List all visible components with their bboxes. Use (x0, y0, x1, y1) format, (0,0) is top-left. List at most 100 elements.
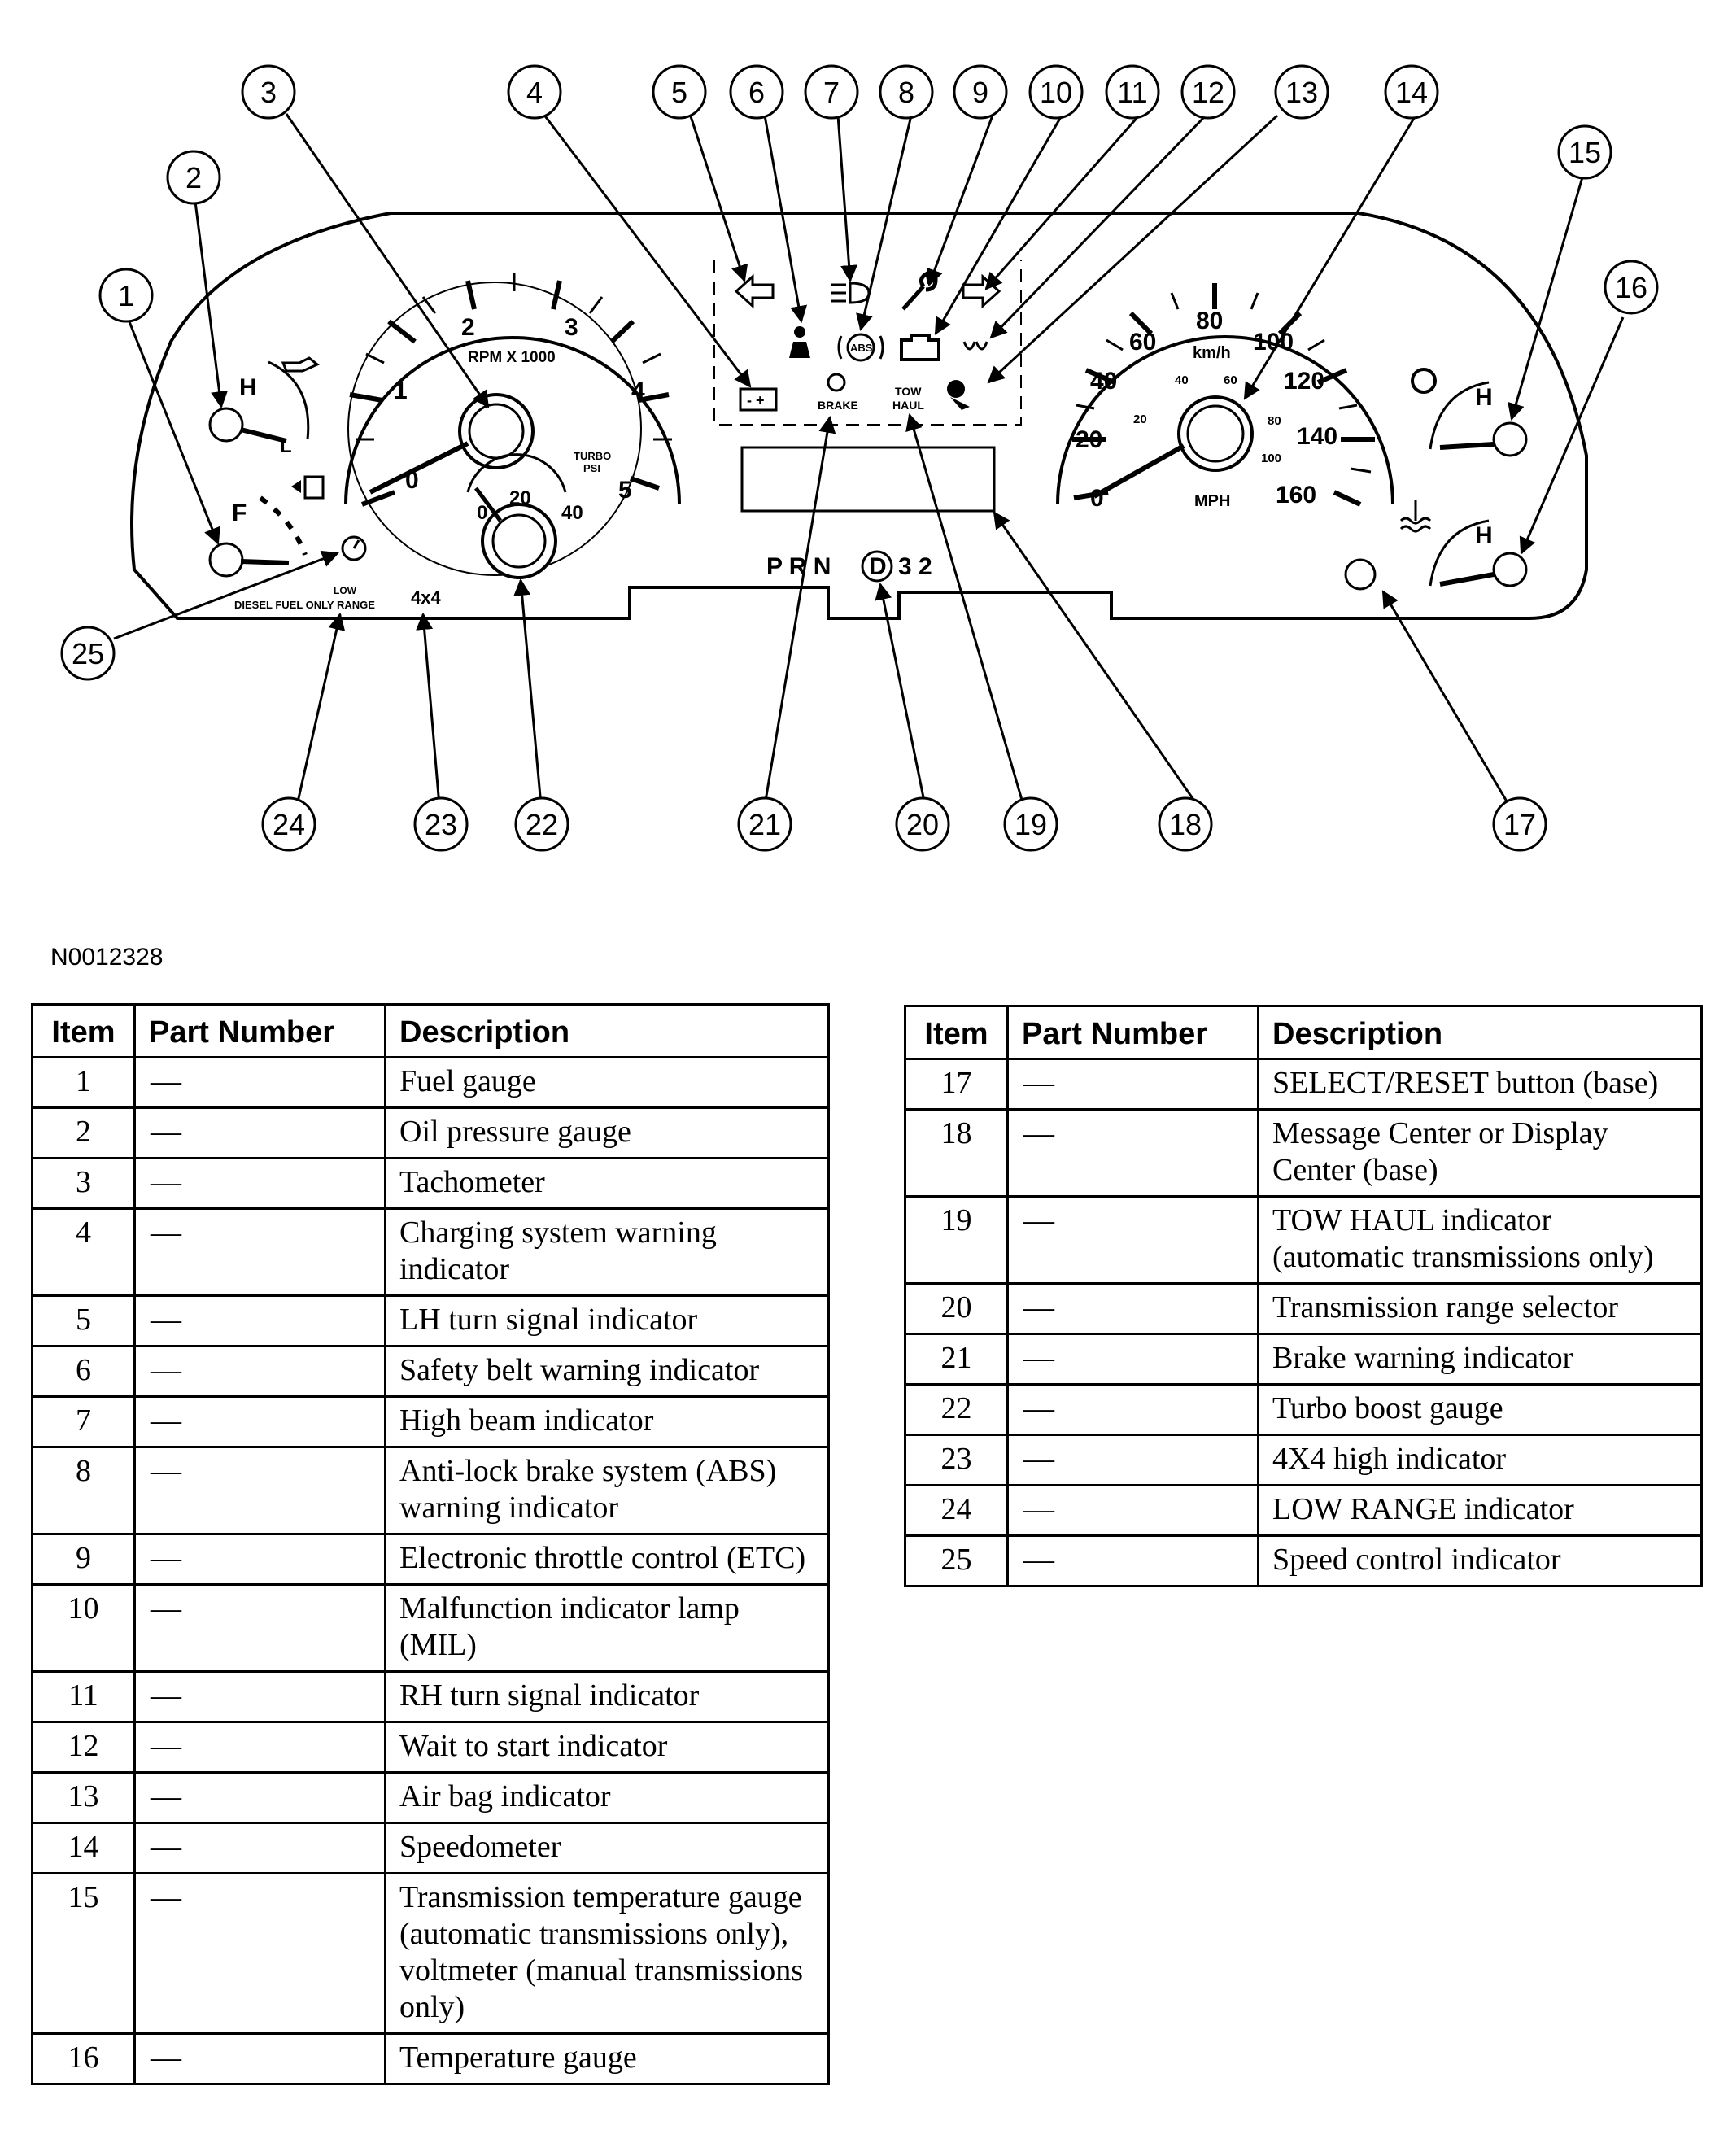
table-row: 19—TOW HAUL indicator (automatic transmi… (904, 1195, 1703, 1285)
table-row: 20—Transmission range selector (904, 1282, 1703, 1335)
description-cell: Temperature gauge (384, 2032, 830, 2085)
part-number-cell: — (133, 1583, 386, 1673)
part-number-cell: — (1006, 1195, 1259, 1285)
table-row: 1—Fuel gauge (31, 1056, 830, 1109)
description-cell: Electronic throttle control (ETC) (384, 1533, 830, 1586)
table-row: 5—LH turn signal indicator (31, 1294, 830, 1347)
instrument-cluster-diagram: 0 1 2 3 4 5 RPM X 1000 TURBO PSI 0 20 40… (60, 64, 1659, 852)
turbo-boost-gauge: 0 20 40 (466, 453, 583, 579)
item-cell: 21 (904, 1333, 1009, 1386)
callout-12: 12 (1192, 76, 1224, 109)
description-cell: SELECT/RESET button (base) (1257, 1058, 1703, 1111)
tach-tick-4: 4 (631, 378, 645, 404)
parts-table-left: Item Part Number Description 1—Fuel gaug… (31, 1003, 830, 2085)
item-cell: 24 (904, 1484, 1009, 1537)
item-cell: 14 (31, 1822, 136, 1874)
callout-20: 20 (906, 808, 939, 841)
part-number-cell: — (133, 1207, 386, 1297)
callout-5: 5 (671, 76, 687, 109)
part-number-cell: — (1006, 1108, 1259, 1198)
item-cell: 16 (31, 2032, 136, 2085)
item-cell: 5 (31, 1294, 136, 1347)
kmh-tick-100: 100 (1261, 452, 1281, 465)
fuel-gauge: F LOW DIESEL FUEL ONLY RANGE 4x4 (208, 475, 441, 611)
table-row: 8—Anti-lock brake system (ABS) warning i… (31, 1446, 830, 1535)
figure-code: N0012328 (50, 944, 164, 971)
header-part-number: Part Number (133, 1003, 386, 1058)
rpm-label: RPM X 1000 (468, 349, 556, 366)
item-cell: 2 (31, 1106, 136, 1159)
table-row: 15—Transmission temperature gauge (autom… (31, 1872, 830, 2035)
table-row: 4—Charging system warning indicator (31, 1207, 830, 1297)
part-number-cell: — (1006, 1383, 1259, 1436)
callout-3: 3 (260, 76, 277, 109)
prnd-indicator: P R N D 3 2 (766, 550, 932, 583)
oil-pressure-gauge: H L (208, 356, 320, 457)
callout-9: 9 (972, 76, 988, 109)
part-number-cell: — (133, 1533, 386, 1586)
table-row: 2—Oil pressure gauge (31, 1106, 830, 1159)
callout-19: 19 (1015, 808, 1047, 841)
mph-tick-20: 20 (1076, 426, 1102, 453)
callout-21: 21 (748, 808, 781, 841)
description-cell: Speedometer (384, 1822, 830, 1874)
oil-l: L (280, 435, 292, 457)
oil-can-icon (281, 356, 320, 373)
item-cell: 22 (904, 1383, 1009, 1436)
item-cell: 10 (31, 1583, 136, 1673)
part-number-cell: — (133, 1670, 386, 1723)
description-cell: Transmission temperature gauge (automati… (384, 1872, 830, 2035)
speed-control-icon (341, 535, 367, 561)
header-description: Description (1257, 1005, 1703, 1060)
table-row: 16—Temperature gauge (31, 2032, 830, 2085)
part-number-cell: — (133, 1872, 386, 2035)
warning-indicator-panel: ABS - + BRAKE TOW HAUL (713, 260, 1022, 426)
description-cell: Message Center or Display Center (base) (1257, 1108, 1703, 1198)
speedometer-face: 0 20 40 60 80 100 120 140 160 km/h 20 40… (1056, 283, 1394, 512)
callout-2: 2 (185, 161, 202, 194)
item-cell: 4 (31, 1207, 136, 1297)
item-cell: 6 (31, 1345, 136, 1398)
part-number-cell: — (1006, 1333, 1259, 1386)
table-row: 25—Speed control indicator (904, 1534, 1703, 1587)
cluster-outline (130, 212, 1588, 620)
part-number-cell: — (133, 1294, 386, 1347)
callout-6: 6 (748, 76, 765, 109)
item-cell: 12 (31, 1721, 136, 1774)
part-number-cell: — (133, 1446, 386, 1535)
glow-plug-icon (962, 341, 988, 351)
abs-label: ABS (850, 342, 873, 354)
low-label: LOW (334, 585, 357, 596)
turbo-label: TURBO (574, 450, 611, 462)
haul-label: HAUL (892, 399, 924, 412)
callout-11: 11 (1117, 76, 1147, 109)
trans-h: H (1475, 384, 1493, 411)
mph-label: MPH (1194, 492, 1230, 510)
callout-10: 10 (1040, 76, 1072, 109)
part-number-cell: — (133, 1395, 386, 1448)
seatbelt-icon (789, 326, 810, 358)
part-number-cell: — (133, 1157, 386, 1210)
callout-25: 25 (72, 637, 104, 670)
description-cell: RH turn signal indicator (384, 1670, 830, 1723)
description-cell: Transmission range selector (1257, 1282, 1703, 1335)
airbag-icon (947, 380, 970, 410)
svg-text:- +: - + (747, 392, 765, 408)
battery-icon: - + (739, 387, 778, 412)
callout-4: 4 (526, 76, 543, 109)
table-row: 10—Malfunction indicator lamp (MIL) (31, 1583, 830, 1673)
description-cell: Oil pressure gauge (384, 1106, 830, 1159)
part-number-cell: — (1006, 1434, 1259, 1486)
callout-13: 13 (1285, 76, 1318, 109)
abs-icon: ABS (837, 333, 884, 362)
transmission-temp-gauge: H (1411, 368, 1528, 457)
table-row: 23—4X4 high indicator (904, 1434, 1703, 1486)
table-row: 22—Turbo boost gauge (904, 1383, 1703, 1436)
tach-tick-5: 5 (618, 477, 632, 504)
description-cell: Turbo boost gauge (1257, 1383, 1703, 1436)
callout-22: 22 (526, 808, 558, 841)
svg-text:3 2: 3 2 (898, 553, 932, 580)
item-cell: 25 (904, 1534, 1009, 1587)
select-reset-button[interactable] (1344, 558, 1377, 591)
callout-23: 23 (425, 808, 457, 841)
